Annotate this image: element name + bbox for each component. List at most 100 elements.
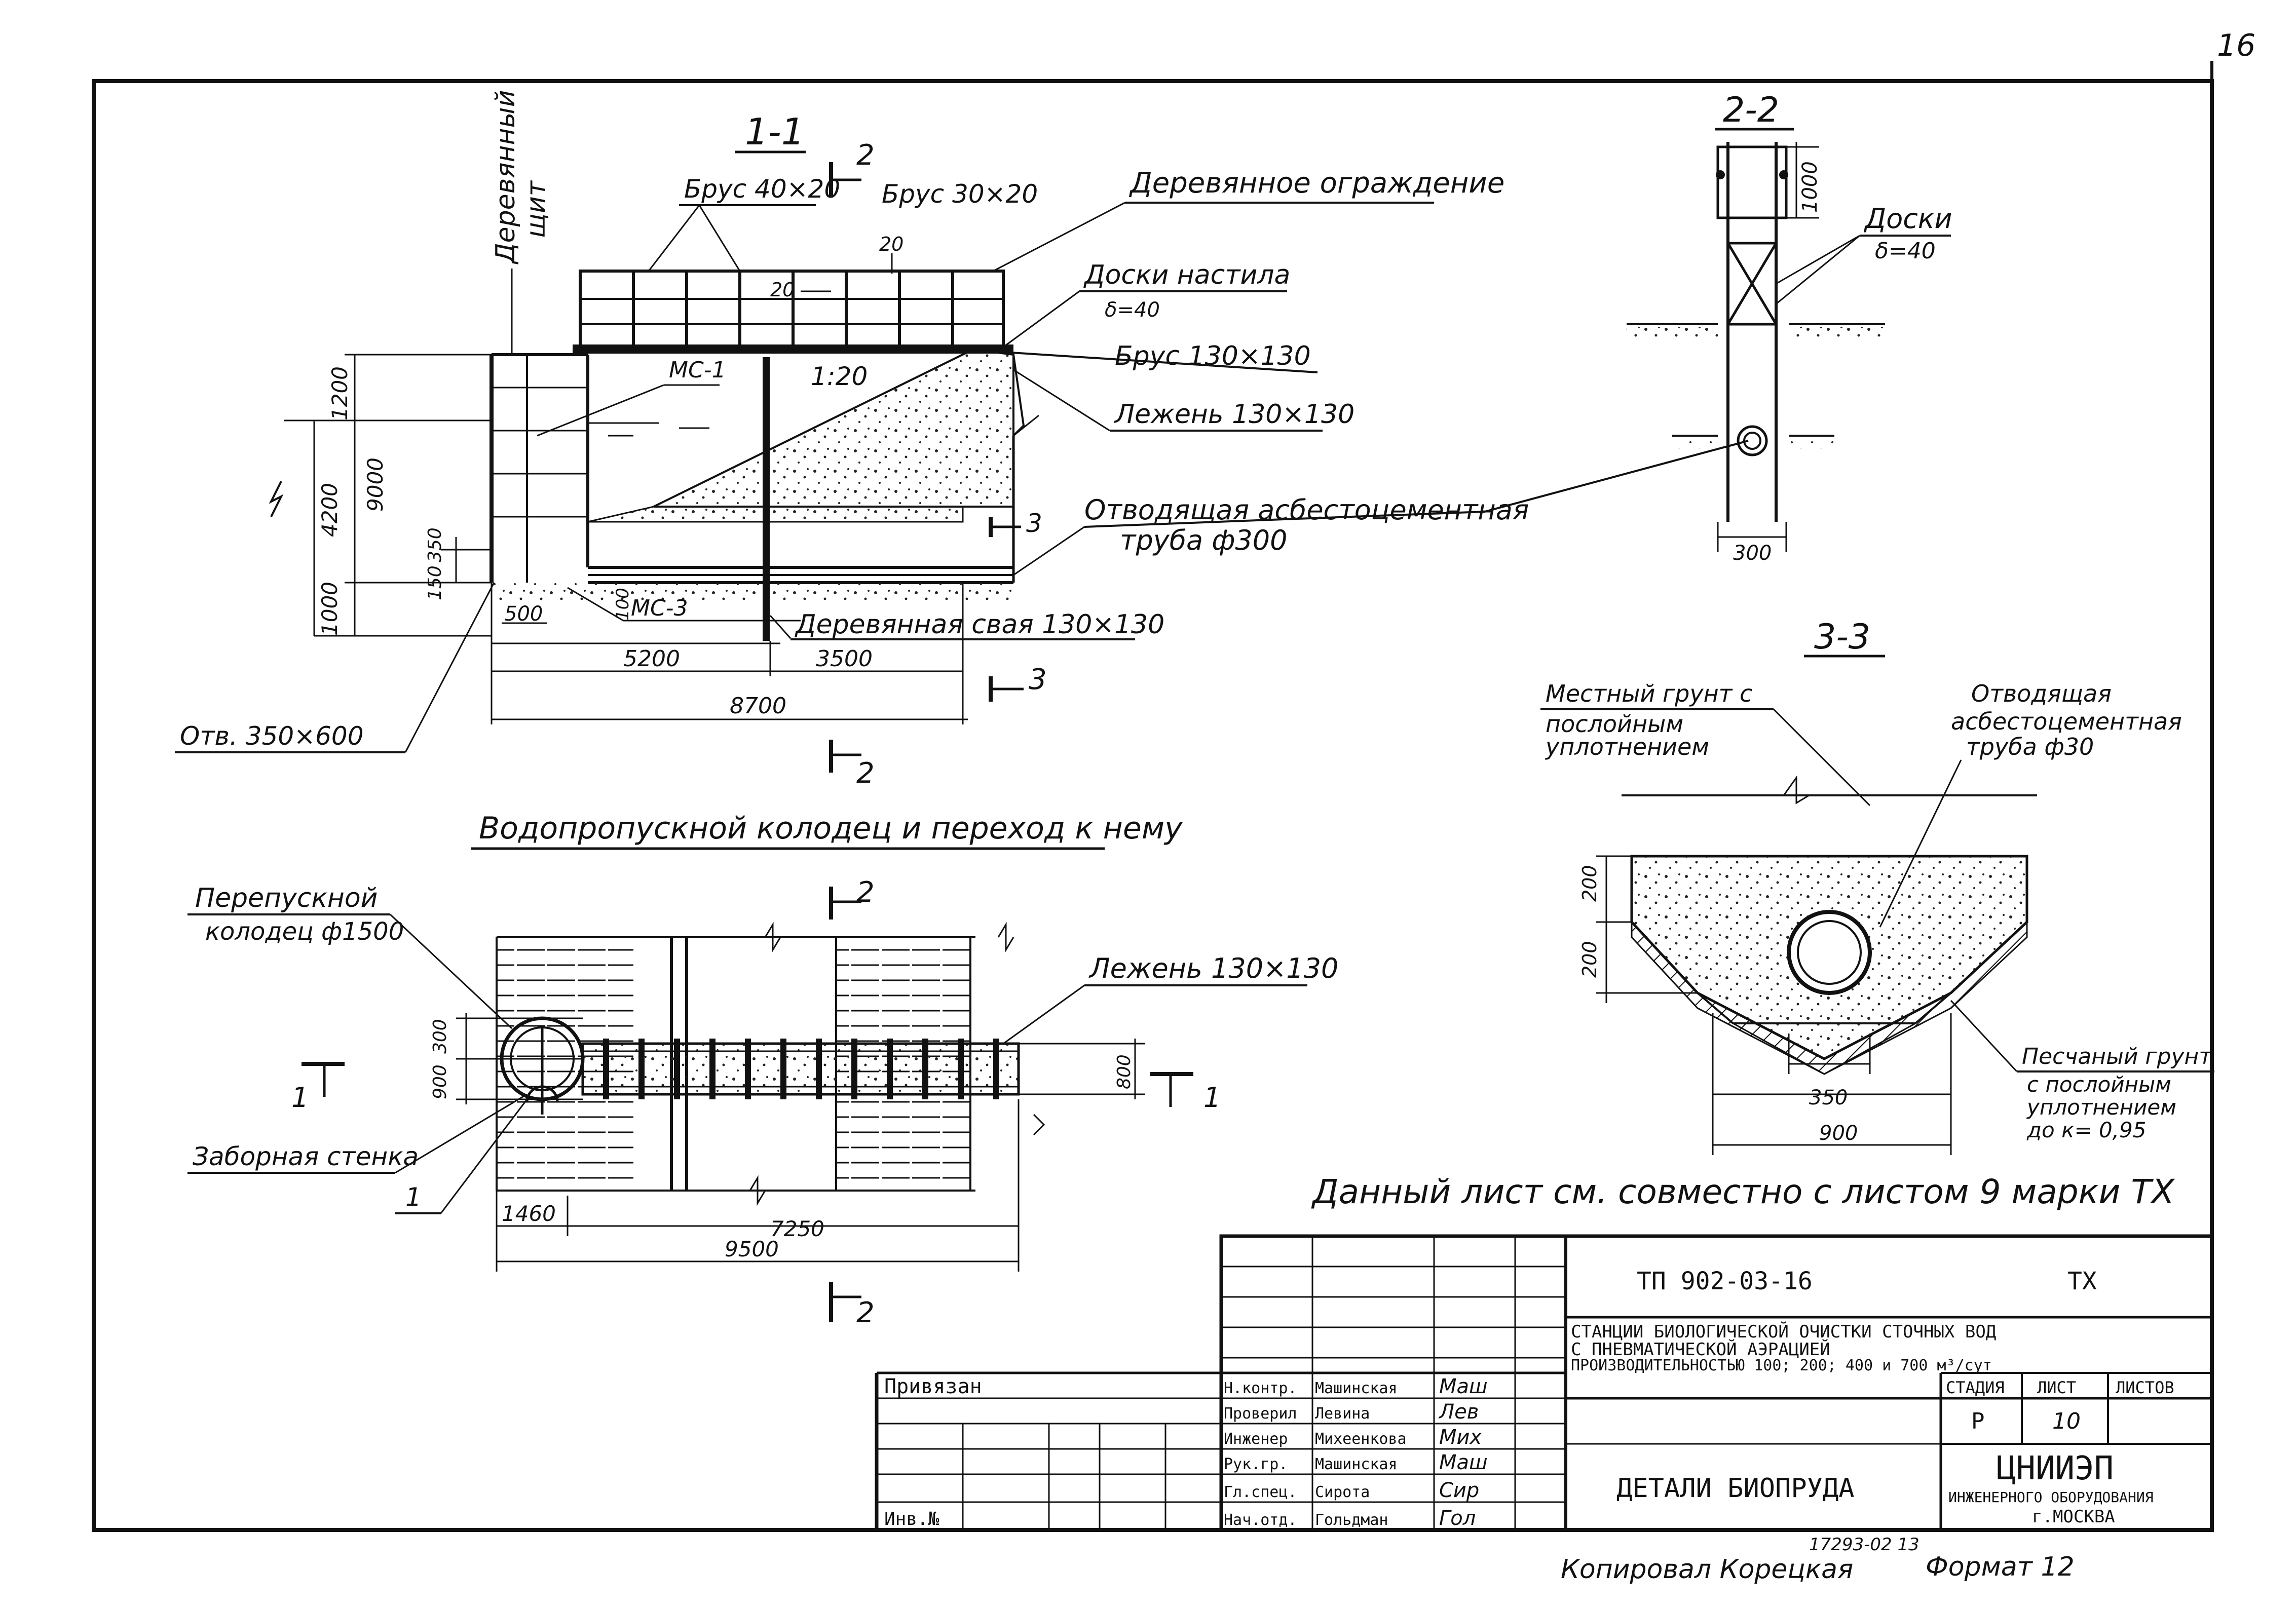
label-pipe-3-3-3: труба ф30 bbox=[1966, 733, 2094, 760]
inv-label: Инв.№ bbox=[884, 1509, 939, 1529]
cut-3-bottom-label: 3 bbox=[1029, 663, 1047, 696]
left-dimensions bbox=[269, 354, 492, 637]
project-code: ТП 902-03-16 bbox=[1637, 1267, 1813, 1295]
cut-1-right-label: 1 bbox=[1203, 1082, 1221, 1114]
label-local-soil-2: послойным bbox=[1546, 710, 1683, 738]
label-shield-1: Деревянный bbox=[491, 90, 521, 264]
sheets-header: ЛИСТОВ bbox=[2116, 1378, 2174, 1397]
dim-350-3-3: 350 bbox=[1809, 1086, 1848, 1109]
label-sand-1: Песчаный грунт bbox=[2022, 1044, 2212, 1069]
dim-4200: 4200 bbox=[317, 483, 342, 537]
role-0: Н.контр. bbox=[1224, 1380, 1297, 1397]
label-1-plan: 1 bbox=[405, 1182, 422, 1212]
label-well-2: колодец ф1500 bbox=[205, 917, 404, 946]
label-pipe-3-3-1: Отводящая bbox=[1971, 680, 2112, 707]
dim-1460: 1460 bbox=[502, 1201, 556, 1226]
project-desc-1: СТАНЦИИ БИОЛОГИЧЕСКОЙ ОЧИСТКИ СТОЧНЫХ ВО… bbox=[1571, 1321, 1996, 1342]
label-local-soil-3: уплотнением bbox=[1545, 733, 1709, 760]
footer-number: 17293-02 13 bbox=[1809, 1535, 1919, 1555]
dim-900-3-3: 900 bbox=[1819, 1122, 1858, 1145]
dim-3500: 3500 bbox=[816, 646, 873, 672]
name-2: Михеенкова bbox=[1315, 1430, 1407, 1448]
signature-3: Маш bbox=[1439, 1451, 1488, 1474]
wooden-railing bbox=[573, 270, 1013, 354]
project-desc-3: ПРОИЗВОДИТЕЛЬНОСТЬЮ 100; 200; 400 и 700 … bbox=[1571, 1357, 1992, 1374]
dim-100: 100 bbox=[613, 588, 633, 621]
walkway-boards bbox=[603, 1039, 999, 1099]
name-1: Левина bbox=[1315, 1405, 1370, 1423]
signature-2: Мих bbox=[1439, 1426, 1482, 1449]
dim-200-a: 200 bbox=[1578, 865, 1601, 902]
project-mark: ТХ bbox=[2067, 1267, 2097, 1295]
bottom-dimensions bbox=[491, 583, 968, 724]
plan-view: Водопропускной колодец и переход к нему … bbox=[187, 811, 1338, 1329]
label-brus-40x20: Брус 40×20 bbox=[684, 174, 840, 204]
role-3: Рук.гр. bbox=[1224, 1455, 1288, 1473]
role-5: Нач.отд. bbox=[1224, 1511, 1297, 1529]
dim-9500: 9500 bbox=[725, 1237, 779, 1261]
label-boards: Доски bbox=[1864, 203, 1952, 235]
dim-7250: 7250 bbox=[770, 1216, 824, 1241]
section-1-1-title: 1-1 bbox=[745, 110, 805, 153]
dim-150: 150 bbox=[425, 565, 445, 600]
label-ms1: МС-1 bbox=[669, 357, 726, 383]
footer-format: Формат 12 bbox=[1926, 1552, 2075, 1582]
signature-5: Гол bbox=[1439, 1507, 1476, 1530]
label-sand-3: уплотнением bbox=[2026, 1095, 2176, 1120]
label-shield-2: щит bbox=[521, 180, 551, 238]
dim-9000: 9000 bbox=[363, 457, 388, 512]
role-2: Инженер bbox=[1224, 1430, 1288, 1448]
drawing-name: ДЕТАЛИ БИОПРУДА bbox=[1616, 1473, 1855, 1504]
cut-2-top-label: 2 bbox=[856, 139, 875, 172]
dim-1000-2-2: 1000 bbox=[1798, 161, 1822, 213]
dim-300-plan: 300 bbox=[430, 1019, 450, 1054]
slope-label: 1:20 bbox=[811, 362, 868, 391]
dim-5200: 5200 bbox=[623, 646, 680, 672]
project-desc-2: С ПНЕВМАТИЧЕСКОЙ АЭРАЦИЕЙ bbox=[1571, 1339, 1830, 1360]
label-deck-delta: δ=40 bbox=[1105, 298, 1160, 322]
label-brus-30x20: Брус 30×20 bbox=[882, 179, 1038, 209]
label-sand-2: с послойным bbox=[2027, 1072, 2171, 1097]
label-well-1: Перепускной bbox=[195, 883, 378, 913]
note-text: Данный лист см. совместно с листом 9 мар… bbox=[1311, 1172, 2175, 1211]
label-boards-delta: δ=40 bbox=[1875, 238, 1936, 264]
pit-body bbox=[490, 348, 1039, 603]
dim-20-a: 20 bbox=[770, 279, 795, 301]
dim-1000: 1000 bbox=[317, 582, 342, 636]
label-pipe-line-2: труба ф300 bbox=[1120, 524, 1288, 556]
label-pipe-line-1: Отводящая асбестоцементная bbox=[1084, 494, 1529, 526]
wooden-pile bbox=[763, 357, 770, 641]
name-4: Сирота bbox=[1315, 1483, 1370, 1501]
dim-1200: 1200 bbox=[327, 366, 352, 420]
title-block: Привязан Инв.№ Н.контр. Проверил Инженер… bbox=[875, 1234, 2214, 1532]
label-pile: Деревянная свая 130×130 bbox=[795, 609, 1164, 640]
dim-300-2-2: 300 bbox=[1733, 542, 1772, 565]
name-5: Гольдман bbox=[1315, 1511, 1388, 1529]
sheet-corner-number: 16 bbox=[2217, 28, 2255, 63]
label-lezhen-plan: Лежень 130×130 bbox=[1088, 952, 1338, 984]
label-sand-4: до к= 0,95 bbox=[2026, 1118, 2147, 1142]
stage-header: СТАДИЯ bbox=[1946, 1378, 2005, 1397]
signature-0: Маш bbox=[1439, 1375, 1488, 1398]
section-2-2-title: 2-2 bbox=[1723, 90, 1779, 130]
label-pipe-3-3-2: асбестоцементная bbox=[1951, 708, 2182, 735]
sheet-value: 10 bbox=[2052, 1408, 2081, 1434]
plan-title: Водопропускной колодец и переход к нему bbox=[479, 811, 1183, 846]
footer-copied: Копировал Корецкая bbox=[1561, 1554, 1853, 1585]
label-lezhen: Лежень 130×130 bbox=[1114, 399, 1354, 430]
org-city: г.МОСКВА bbox=[2032, 1507, 2115, 1527]
label-hole: Отв. 350×600 bbox=[180, 721, 364, 751]
dim-20-b: 20 bbox=[879, 233, 904, 255]
dim-8700: 8700 bbox=[730, 693, 786, 719]
bound-label: Привязан bbox=[884, 1375, 982, 1398]
section-1-1: 1-1 2 20 20 Брус 40×20 Брус 30×20 bbox=[175, 90, 1749, 790]
stage-value: Р bbox=[1971, 1408, 1985, 1434]
name-3: Машинская bbox=[1315, 1455, 1398, 1473]
cut-2-top-plan-label: 2 bbox=[856, 876, 875, 909]
dim-900-plan: 900 bbox=[430, 1064, 450, 1099]
org-name: ЦНИИЭП bbox=[1997, 1450, 2114, 1487]
label-wooden-fence: Деревянное ограждение bbox=[1128, 167, 1504, 200]
section-3-3-title: 3-3 bbox=[1814, 617, 1870, 657]
label-deck-boards: Доски настила bbox=[1083, 260, 1290, 290]
